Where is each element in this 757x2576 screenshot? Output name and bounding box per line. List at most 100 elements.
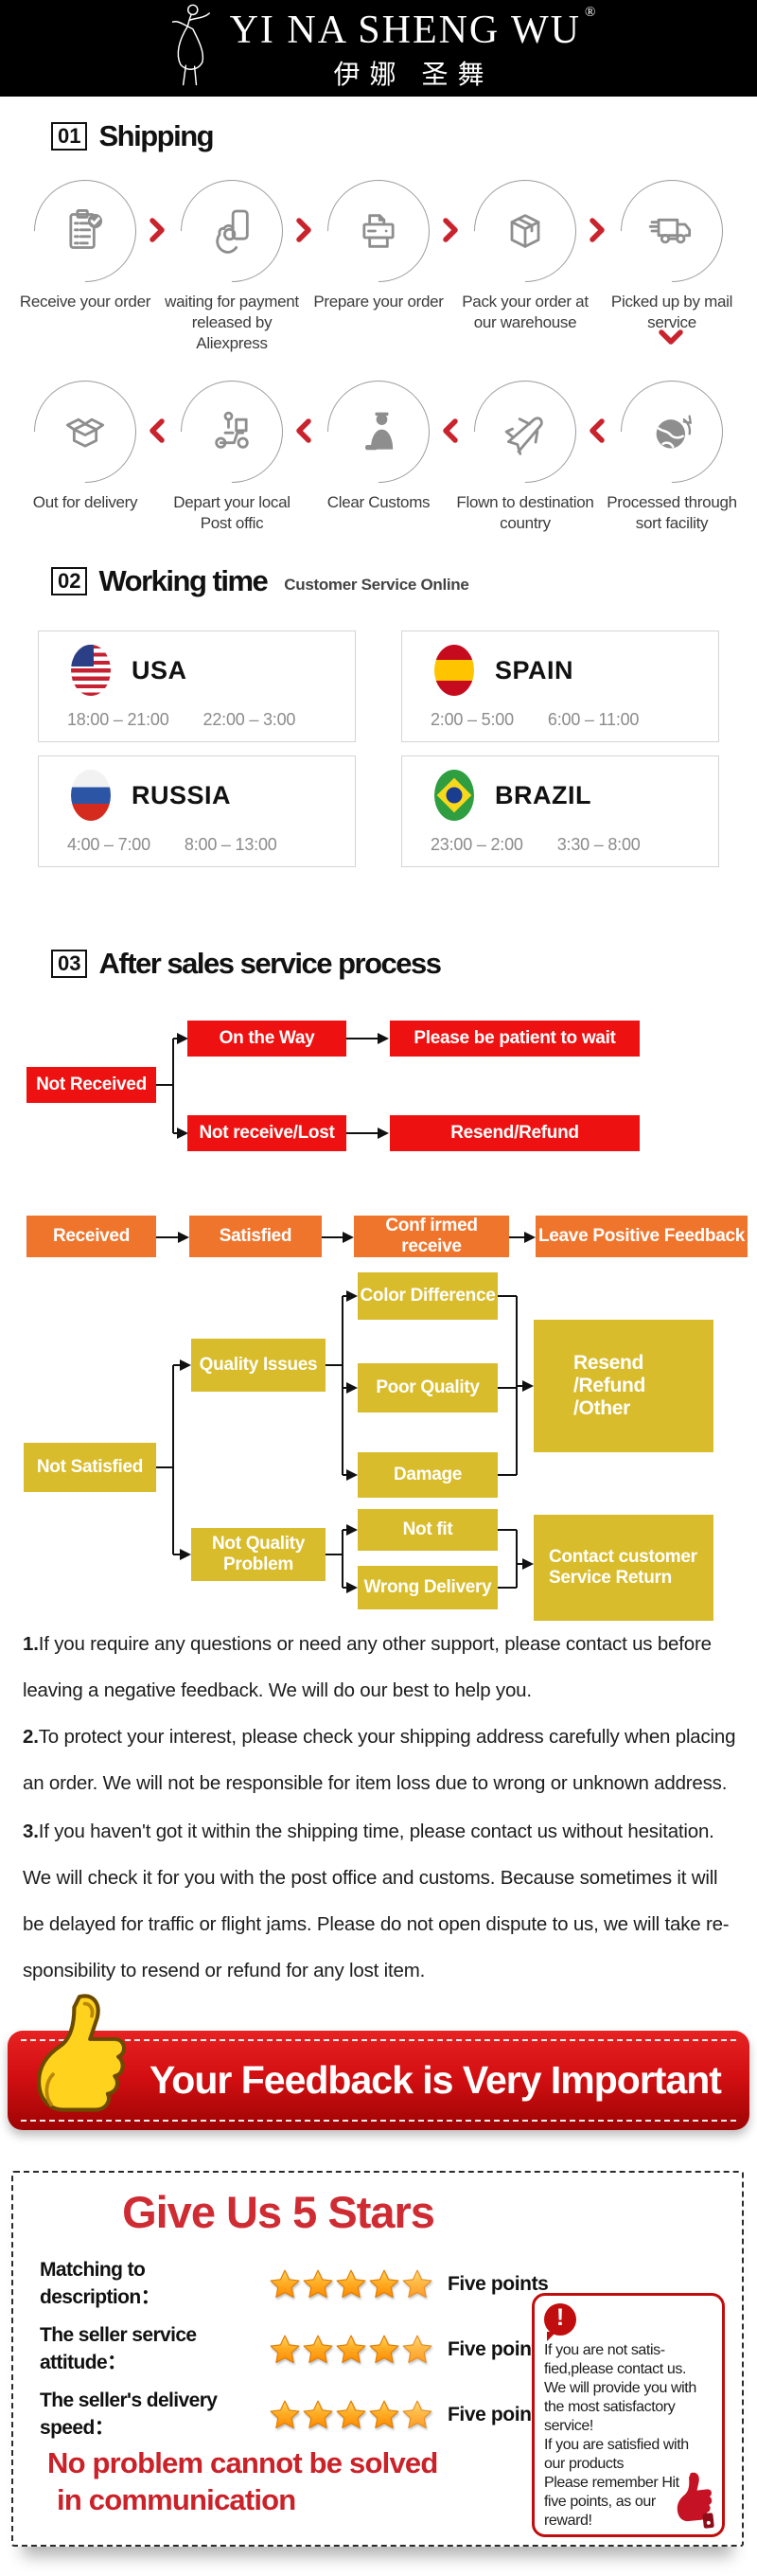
time-range: 4:00 – 7:00 <box>67 835 150 854</box>
flow-box-leave-positive-feedback: Leave Positive Feedback <box>536 1216 748 1257</box>
section-number-badge: 01 <box>51 122 88 151</box>
brand-name-text: YI NA SHENG WU <box>229 8 581 52</box>
star-icon <box>303 2400 333 2429</box>
usa-flag-icon <box>71 645 111 696</box>
country-name: USA <box>132 655 187 684</box>
flow-box-resend-refund: Resend/Refund <box>390 1115 640 1151</box>
flow-box-label-line: Problem <box>223 1554 293 1574</box>
step-label: Clear Customs <box>326 493 431 511</box>
flow-box-on-the-way: On the Way <box>187 1021 346 1057</box>
slogan-text: No problem cannot be solved in communica… <box>47 2445 438 2519</box>
chevron-left-icon <box>588 418 608 443</box>
note-1: 1.If you require any questions or need a… <box>23 1621 740 1714</box>
country-name: SPAIN <box>495 655 574 684</box>
star-icon <box>303 2335 333 2364</box>
star-icon <box>336 2400 366 2429</box>
note-2: 2.To protect your interest, please check… <box>23 1714 740 1806</box>
section-title: After sales service process <box>98 947 442 980</box>
flow-box-please-wait: Please be patient to wait <box>390 1021 640 1057</box>
step-label: Processed through sort facility <box>607 493 737 533</box>
flow-box-label-line: Resend <box>573 1351 644 1374</box>
step-label: Picked up by mail service <box>610 293 733 332</box>
brazil-flag-icon <box>434 770 474 821</box>
delivery-truck-icon <box>645 204 698 258</box>
step-label: Receive your order <box>19 293 151 311</box>
warning-line: five points, as our <box>544 2494 656 2510</box>
five-stars-panel: Give Us 5 Stars Matching to description：… <box>11 2171 744 2547</box>
printer-icon <box>352 204 405 258</box>
flow-box-label: Damage <box>393 1465 463 1485</box>
brand-name: YI NA SHENG WU® <box>229 5 598 52</box>
flow-box-label: Please be patient to wait <box>414 1028 616 1049</box>
airplane-icon <box>499 405 552 458</box>
shipping-step-depart-post-office: Depart your local Post offic <box>158 359 306 534</box>
flow-box-poor-quality: Poor Quality <box>358 1363 498 1412</box>
rating-points: Five points <box>448 2338 549 2360</box>
star-icon <box>369 2269 399 2299</box>
warning-line: We will provide you with <box>544 2380 696 2396</box>
step-circle <box>452 359 598 505</box>
step-label: Flown to destination country <box>456 493 594 533</box>
flow-box-not-quality-problem: Not Quality Problem <box>191 1528 326 1581</box>
flow-box-label: Not Received <box>36 1075 147 1095</box>
chevron-left-icon <box>441 418 462 443</box>
time-range: 23:00 – 2:00 <box>431 835 523 854</box>
slogan-line: No problem cannot be solved <box>47 2446 438 2479</box>
flow-box-label: Quality Issues <box>199 1355 318 1376</box>
exclamation-bubble-icon <box>544 2303 576 2341</box>
step-label: Out for delivery <box>32 493 138 511</box>
step-circle <box>306 158 451 304</box>
working-time-card-usa: USA 18:00 – 21:00 22:00 – 3:00 <box>38 631 356 742</box>
warning-line: the most satisfactory <box>544 2399 676 2415</box>
flow-box-label-line: Service Return <box>549 1568 672 1588</box>
dancer-logo-icon <box>160 3 220 95</box>
country-name: BRAZIL <box>495 780 591 809</box>
flow-box-label: Resend/Refund <box>450 1123 579 1144</box>
chevron-right-icon <box>441 218 462 242</box>
working-time-card-brazil: BRAZIL 23:00 – 2:00 3:30 – 8:00 <box>401 755 719 867</box>
flow-box-label: Received <box>52 1226 131 1247</box>
note-number: 2. <box>23 1726 39 1748</box>
thumbs-up-icon <box>37 1994 126 2112</box>
note-3: 3.If you haven't got it within the shipp… <box>23 1808 740 1994</box>
shipping-step-flown-destination: Flown to destination country <box>451 359 599 534</box>
flowchart-not-satisfied: Color Difference Quality Issues Poor Qua… <box>0 1270 757 1621</box>
flow-box-label-line: /Refund <box>573 1374 646 1396</box>
flow-box-quality-issues: Quality Issues <box>191 1339 326 1392</box>
brand-name-chinese: 伊娜 圣舞 <box>333 60 494 90</box>
note-number: 3. <box>23 1821 39 1842</box>
section-title: Working time <box>98 564 268 597</box>
note-number: 1. <box>23 1633 39 1655</box>
warning-line: service! <box>544 2418 593 2434</box>
working-time-card-spain: SPAIN 2:00 – 5:00 6:00 – 11:00 <box>401 631 719 742</box>
rating-points: Five points <box>448 2404 549 2425</box>
time-range: 3:30 – 8:00 <box>556 835 641 854</box>
flow-box-label-line: /Other <box>573 1397 631 1420</box>
banner-text: Your Feedback is Very Important <box>150 2058 722 2102</box>
flow-box-resend-refund-other: Resend /Refund /Other <box>534 1320 713 1452</box>
step-circle <box>12 158 158 304</box>
step-circle <box>306 359 451 505</box>
time-range: 22:00 – 3:00 <box>202 710 296 729</box>
note-text: To protect your interest, please check y… <box>23 1726 736 1794</box>
warning-note-box: If you are not satis- fied,please contac… <box>532 2293 725 2537</box>
rating-label: The seller's delivery speed： <box>40 2389 218 2439</box>
section-subtitle: Customer Service Online <box>284 576 469 594</box>
package-box-icon <box>499 204 552 258</box>
shipping-step-waiting-payment: waiting for payment released by Aliexpre… <box>158 158 306 354</box>
section-title: Shipping <box>98 119 214 152</box>
brand-header: YI NA SHENG WU® 伊娜 圣舞 <box>0 0 757 97</box>
customs-officer-icon <box>352 405 405 458</box>
step-label: waiting for payment released by Aliexpre… <box>165 293 299 353</box>
country-name: RUSSIA <box>132 780 232 809</box>
flow-box-label: Color Difference <box>360 1286 496 1306</box>
working-hours: 4:00 – 7:00 8:00 – 13:00 <box>67 835 277 855</box>
shipping-step-pack-order: Pack your order at our warehouse <box>451 158 599 333</box>
courier-scooter-icon <box>205 405 258 458</box>
warning-line: Please remember Hit <box>544 2475 679 2491</box>
brand-text-block: YI NA SHENG WU® 伊娜 圣舞 <box>229 5 598 92</box>
clipboard-check-icon <box>59 204 112 258</box>
slogan-line: in communication <box>57 2482 296 2516</box>
time-range: 2:00 – 5:00 <box>431 710 514 729</box>
flow-box-not-fit: Not fit <box>358 1509 498 1551</box>
